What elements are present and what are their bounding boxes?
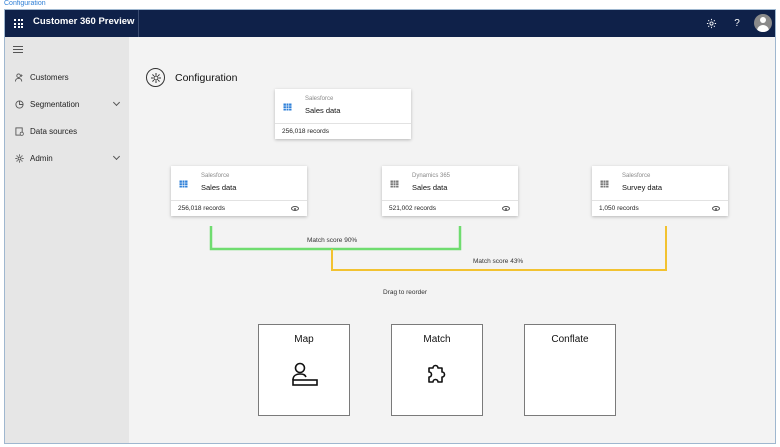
- gear-icon: [14, 153, 24, 163]
- card-divider: [382, 200, 518, 201]
- table-icon: [600, 180, 609, 188]
- header-divider: [138, 10, 139, 37]
- chevron-down-icon[interactable]: [112, 152, 121, 161]
- app-title: Customer 360 Preview: [33, 16, 135, 27]
- main-canvas: Configuration Match score 90% Match scor…: [129, 37, 775, 443]
- gear-icon: [706, 18, 716, 28]
- card-source: Dynamics 365: [412, 173, 451, 179]
- sidebar-item-label: Data sources: [30, 126, 78, 136]
- app-launcher-button[interactable]: [5, 10, 32, 37]
- card-record-count: 1,050 records: [599, 205, 639, 212]
- stage-label: Map: [294, 334, 314, 345]
- card-record-count: 521,002 records: [389, 205, 436, 212]
- stage-label: Conflate: [551, 334, 589, 345]
- stage-map[interactable]: Map: [258, 324, 350, 416]
- segment-icon: [14, 99, 24, 109]
- stage-conflate[interactable]: Conflate: [524, 324, 616, 416]
- card-record-count: 256,018 records: [282, 128, 329, 135]
- waffle-icon: [14, 19, 23, 28]
- match-score-label: Match score 43%: [473, 258, 524, 265]
- top-bar: Customer 360 Preview ?: [5, 10, 775, 37]
- card-record-count: 256,018 records: [178, 205, 225, 212]
- puzzle-icon: [428, 364, 446, 383]
- match-score-label: Match score 90%: [307, 237, 358, 244]
- person-icon: [14, 72, 24, 82]
- eye-icon[interactable]: [712, 206, 720, 211]
- card-source: Salesforce: [622, 173, 651, 179]
- window-caption: Configuration: [4, 0, 46, 7]
- gear-icon: [146, 68, 165, 87]
- table-icon: [179, 180, 188, 188]
- user-avatar[interactable]: [754, 14, 772, 32]
- stage-match[interactable]: Match: [391, 324, 483, 416]
- data-source-card[interactable]: Salesforce Survey data 1,050 records: [592, 166, 728, 216]
- card-name: Sales data: [305, 106, 341, 115]
- hamburger-icon[interactable]: [13, 46, 23, 55]
- data-source-card[interactable]: Dynamics 365 Sales data 521,002 records: [382, 166, 518, 216]
- card-divider: [592, 200, 728, 201]
- card-name: Survey data: [622, 183, 663, 192]
- sidebar-item-label: Admin: [30, 153, 53, 163]
- eye-icon[interactable]: [291, 206, 299, 211]
- table-icon: [283, 103, 292, 111]
- sidebar-item-admin[interactable]: Admin: [5, 148, 129, 168]
- match-connectors: [209, 226, 667, 271]
- match-connector-90: [209, 226, 462, 251]
- data-source-card[interactable]: Salesforce Sales data 256,018 records: [275, 89, 411, 139]
- app-frame: Customer 360 Preview ? Customers: [4, 9, 776, 444]
- page-title: Configuration: [175, 72, 238, 84]
- card-divider: [275, 123, 411, 124]
- drag-hint: Drag to reorder: [383, 289, 428, 296]
- data-source-card[interactable]: Salesforce Sales data 256,018 records: [171, 166, 307, 216]
- settings-button[interactable]: [704, 16, 718, 30]
- card-source: Salesforce: [305, 96, 334, 102]
- map-icon: [292, 362, 318, 386]
- sidebar-item-segmentation[interactable]: Segmentation: [5, 94, 129, 114]
- card-source: Salesforce: [201, 173, 230, 179]
- card-name: Sales data: [412, 183, 448, 192]
- chevron-down-icon[interactable]: [112, 98, 121, 107]
- eye-icon[interactable]: [502, 206, 510, 211]
- card-name: Sales data: [201, 183, 237, 192]
- table-icon: [390, 180, 399, 188]
- sidebar: Customers Segmentation Data sources Admi…: [5, 37, 129, 443]
- sidebar-item-label: Customers: [30, 72, 69, 82]
- sidebar-item-data-sources[interactable]: Data sources: [5, 121, 129, 141]
- match-connector-43: [331, 226, 667, 271]
- sidebar-item-label: Segmentation: [30, 99, 80, 109]
- help-button[interactable]: ?: [730, 16, 744, 30]
- data-source-icon: [14, 126, 24, 136]
- card-divider: [171, 200, 307, 201]
- help-icon: ?: [734, 17, 740, 29]
- sidebar-item-customers[interactable]: Customers: [5, 67, 129, 87]
- stage-label: Match: [423, 334, 451, 345]
